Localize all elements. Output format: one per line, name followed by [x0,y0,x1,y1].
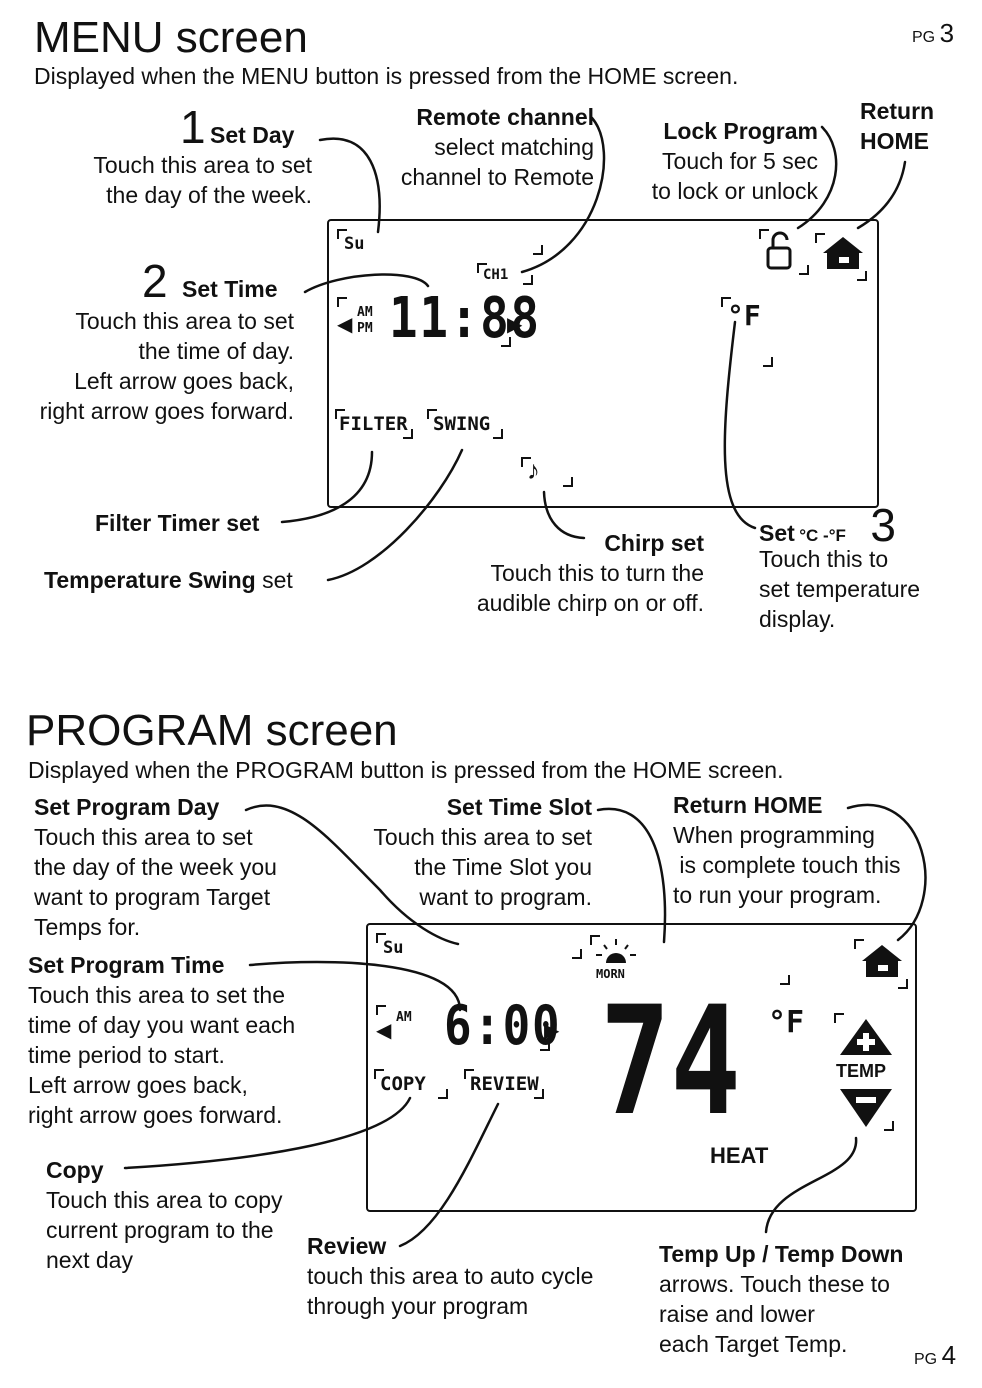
program-lcd-heat: HEAT [710,1143,769,1168]
menu-leader-lines [280,116,907,582]
program-lcd-day[interactable]: Su [383,938,404,958]
set-program-time-callout: Set Program Time Touch this area to set … [28,952,296,1128]
program-lcd-review[interactable]: REVIEW [470,1073,539,1095]
temp-up-icon[interactable] [836,1017,896,1057]
review-callout: Review touch this area to auto cycle thr… [307,1233,594,1319]
program-lcd-am: AM [396,1010,412,1025]
temp-updown-callout: Temp Up / Temp Down arrows. Touch these … [659,1241,904,1357]
menu-lcd-day[interactable]: Su [344,234,365,254]
menu-lcd-filter[interactable]: FILTER [339,413,408,435]
set-time-heading: 2 Set Time [142,255,278,307]
music-note-icon[interactable]: ♪ [527,455,540,485]
set-day-text: Touch this area to set the day of the we… [93,152,312,208]
program-lcd-morn: MORN [596,967,625,981]
program-lcd-target-temp: 74 [600,975,741,1149]
program-time-forward-arrow[interactable]: ▶ [544,1020,560,1042]
morning-sun-icon[interactable] [592,937,642,967]
menu-title: MENU screen [34,13,308,62]
set-time-text: Touch this area to set the time of day. … [39,308,294,424]
temp-down-icon[interactable] [836,1087,896,1131]
lock-open-icon[interactable] [765,231,805,271]
program-subtitle: Displayed when the PROGRAM button is pre… [28,757,784,783]
program-lcd-display: Su MORN ◀ AM 6:00 ▶ 74 °F HEAT TEMP [366,923,917,1212]
set-day-heading: 1 Set Day [180,101,295,153]
set-cf-text: Touch this to set temperature display. [759,546,921,632]
page-number-top: PG 3 [912,18,955,48]
return-home-callout: Return HOME [860,98,935,154]
menu-lcd-channel[interactable]: CH1 [483,267,509,283]
program-lcd-copy[interactable]: COPY [380,1073,426,1095]
menu-lcd-degree-unit[interactable]: °F [727,299,761,332]
temp-swing-callout: Temperature Swing set [44,567,293,593]
menu-lcd-ampm: AM PM [357,305,373,336]
program-lcd-time[interactable]: 6:00 [444,994,562,1057]
program-lcd-temp-label: TEMP [836,1061,887,1081]
filter-timer-callout: Filter Timer set [95,510,260,536]
copy-callout: Copy Touch this area to copy current pro… [46,1157,283,1273]
set-program-day-callout: Set Program Day Touch this area to set t… [34,794,277,940]
program-title: PROGRAM screen [26,706,398,755]
set-cf-heading: Set °C -°F 3 [759,499,896,551]
home-icon[interactable] [821,235,865,275]
program-lcd-degree-unit: °F [768,1005,805,1040]
set-time-slot-callout: Set Time Slot Touch this area to set the… [373,794,592,910]
menu-lcd-swing[interactable]: SWING [433,413,491,435]
remote-channel-callout: Remote channel select matching channel t… [400,104,594,190]
chirp-callout: Chirp set Touch this to turn the audible… [476,530,704,616]
menu-time-forward-arrow[interactable]: ▶ [507,314,523,336]
page-number-bottom: PG 4 [914,1340,957,1370]
menu-lcd-display: Su CH1 ◀ AM PM 11:88 ▶ °F FILTER SWING ♪ [327,219,879,508]
program-home-icon[interactable] [860,943,904,983]
menu-lcd-time[interactable]: 11:88 [389,286,541,351]
menu-subtitle: Displayed when the MENU button is presse… [34,63,739,89]
menu-time-back-arrow[interactable]: ◀ [337,314,353,336]
program-time-back-arrow[interactable]: ◀ [376,1020,392,1042]
program-return-home-callout: Return HOME When programming is complete… [673,792,901,908]
lock-program-callout: Lock Program Touch for 5 sec to lock or … [651,118,818,204]
